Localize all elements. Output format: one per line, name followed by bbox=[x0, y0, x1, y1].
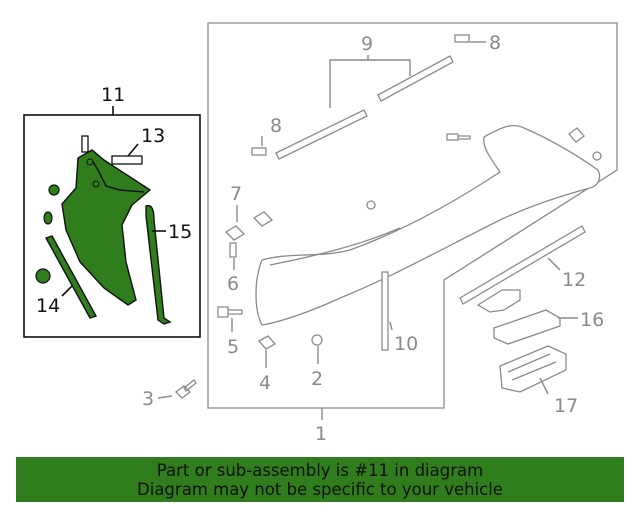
part-11-nut bbox=[48, 184, 60, 196]
part-8-tab-top bbox=[454, 34, 470, 43]
notice-line-1: Part or sub-assembly is #11 in diagram bbox=[156, 461, 484, 480]
part-9-strip-upper bbox=[377, 55, 454, 102]
callout-9: 9 bbox=[361, 33, 373, 55]
part-15-seal[interactable] bbox=[145, 204, 172, 325]
callout-2: 2 bbox=[311, 368, 323, 390]
part-6-stud bbox=[229, 242, 237, 258]
part-13-pin bbox=[81, 135, 89, 153]
callout-16: 16 bbox=[580, 309, 604, 331]
part-11-inner-edge bbox=[91, 159, 145, 193]
callout-12: 12 bbox=[562, 269, 586, 291]
callout-5: 5 bbox=[227, 336, 239, 358]
part-11-hole bbox=[86, 158, 94, 166]
assembly-outline bbox=[207, 22, 618, 409]
clip-icon bbox=[568, 127, 585, 143]
part-11-hole bbox=[92, 180, 100, 188]
callout-11: 11 bbox=[101, 84, 125, 106]
part-10-strip bbox=[381, 271, 389, 351]
part-14-seal[interactable] bbox=[44, 235, 98, 319]
leader-lines bbox=[157, 41, 578, 420]
part-13-tab bbox=[111, 155, 143, 165]
callout-4: 4 bbox=[259, 372, 271, 394]
notice-banner: Part or sub-assembly is #11 in diagram D… bbox=[16, 457, 624, 502]
callout-3: 3 bbox=[142, 388, 154, 410]
part-17-lamp bbox=[499, 345, 567, 393]
callout-15: 15 bbox=[168, 221, 192, 243]
callout-10: 10 bbox=[394, 333, 418, 355]
callout-1: 1 bbox=[315, 423, 327, 445]
part-11-trim[interactable] bbox=[61, 149, 152, 306]
part-16-lamp bbox=[493, 309, 561, 345]
bolt-icon bbox=[446, 133, 471, 141]
callout-14: 14 bbox=[36, 295, 60, 317]
clip-group bbox=[252, 127, 602, 227]
spoiler-edge bbox=[269, 227, 401, 266]
part-11-grommet bbox=[43, 211, 53, 225]
part-5-screw bbox=[217, 306, 243, 318]
part-16-bracket bbox=[476, 289, 521, 313]
part-4-clip bbox=[257, 335, 277, 350]
callout-8-left: 8 bbox=[270, 115, 282, 137]
callout-6: 6 bbox=[227, 273, 239, 295]
grommet-icon bbox=[592, 151, 602, 161]
clip-icon bbox=[252, 211, 274, 227]
part-7-clip bbox=[224, 225, 246, 241]
callout-8-top: 8 bbox=[489, 32, 501, 54]
callout-7: 7 bbox=[230, 183, 242, 205]
part-3-bolt bbox=[175, 379, 197, 399]
callout-13: 13 bbox=[141, 125, 165, 147]
part-9-strip-lower bbox=[275, 109, 368, 160]
spoiler-body bbox=[255, 124, 601, 326]
callout-17: 17 bbox=[554, 395, 578, 417]
part-12-strip bbox=[459, 225, 586, 305]
notice-line-2: Diagram may not be specific to your vehi… bbox=[137, 480, 503, 499]
grommet-icon bbox=[366, 200, 376, 210]
part-2-grommet bbox=[311, 334, 323, 346]
part-8-tab-left bbox=[251, 147, 267, 156]
part-11-nut bbox=[35, 268, 51, 284]
part-17-detail bbox=[507, 353, 557, 381]
